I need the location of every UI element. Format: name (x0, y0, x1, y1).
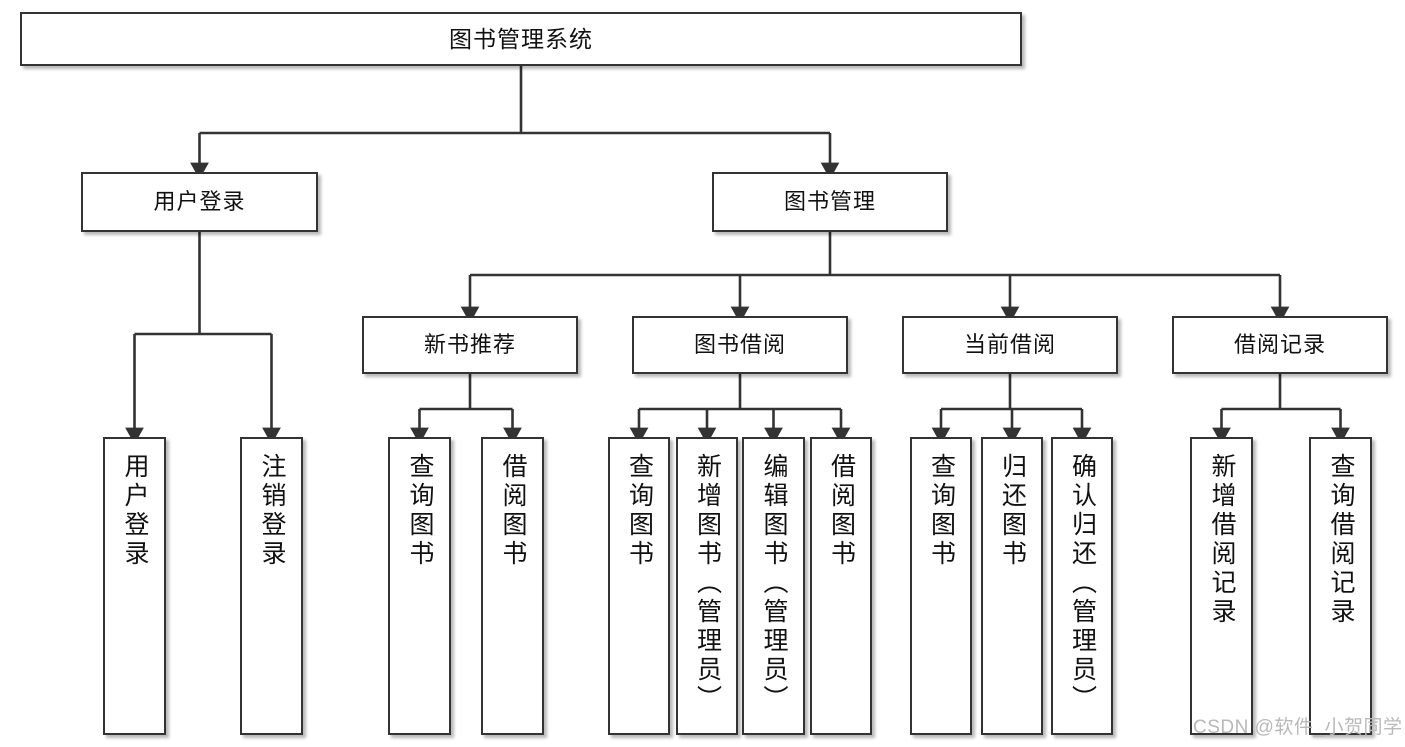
node-current-borrowing[interactable]: 当前借阅 (902, 316, 1118, 374)
node-leaf-query-borrowing-record[interactable]: 查询借阅记录 (1309, 437, 1372, 735)
node-leaf-add-borrowing-record[interactable]: 新增借阅记录 (1190, 437, 1253, 735)
node-label: 借阅图书 (499, 453, 527, 569)
node-book-borrowing[interactable]: 图书借阅 (632, 316, 848, 374)
node-leaf-edit-book-admin[interactable]: 编辑图书（管理员） (742, 437, 805, 735)
node-leaf-query-books-borrowing[interactable]: 查询图书 (608, 437, 670, 735)
node-label: 编辑图书（管理员） (760, 453, 788, 714)
node-book-management[interactable]: 图书管理 (712, 172, 948, 232)
node-label: 新增图书（管理员） (693, 453, 722, 714)
watermark: CSDN @软件_小贺同学 (1193, 717, 1403, 738)
node-label: 新增借阅记录 (1208, 453, 1236, 627)
node-leaf-query-books-recommendation[interactable]: 查询图书 (388, 437, 451, 735)
node-label: 当前借阅 (963, 332, 1056, 358)
node-label: 确认归还（管理员） (1068, 453, 1097, 714)
node-label: 查询图书 (625, 453, 654, 569)
node-label: 图书借阅 (693, 332, 786, 358)
node-label: 用户登录 (153, 189, 246, 215)
node-label: 借阅记录 (1233, 332, 1326, 358)
node-leaf-logout[interactable]: 注销登录 (240, 437, 303, 735)
node-label: 图书管理系统 (449, 25, 593, 52)
node-label: 用户登录 (121, 453, 149, 569)
node-user-login[interactable]: 用户登录 (81, 172, 318, 232)
node-leaf-confirm-return-admin[interactable]: 确认归还（管理员） (1051, 437, 1113, 735)
node-new-book-recommendation[interactable]: 新书推荐 (362, 316, 578, 374)
node-label: 注销登录 (258, 453, 286, 569)
node-root-book-management-system[interactable]: 图书管理系统 (20, 12, 1022, 66)
node-borrowing-records[interactable]: 借阅记录 (1172, 316, 1388, 374)
node-leaf-add-book-admin[interactable]: 新增图书（管理员） (676, 437, 738, 735)
node-label: 新书推荐 (423, 332, 516, 358)
node-leaf-borrow-books-recommendation[interactable]: 借阅图书 (481, 437, 544, 735)
node-leaf-user-login[interactable]: 用户登录 (103, 437, 166, 735)
node-leaf-return-books[interactable]: 归还图书 (981, 437, 1043, 735)
node-label: 查询图书 (927, 453, 956, 569)
node-label: 查询图书 (406, 453, 434, 569)
node-label: 图书管理 (783, 189, 876, 215)
node-label: 借阅图书 (827, 453, 856, 569)
node-label: 归还图书 (998, 453, 1027, 569)
node-label: 查询借阅记录 (1327, 453, 1355, 627)
node-leaf-query-books-current[interactable]: 查询图书 (910, 437, 972, 735)
node-leaf-borrow-books[interactable]: 借阅图书 (810, 437, 872, 735)
